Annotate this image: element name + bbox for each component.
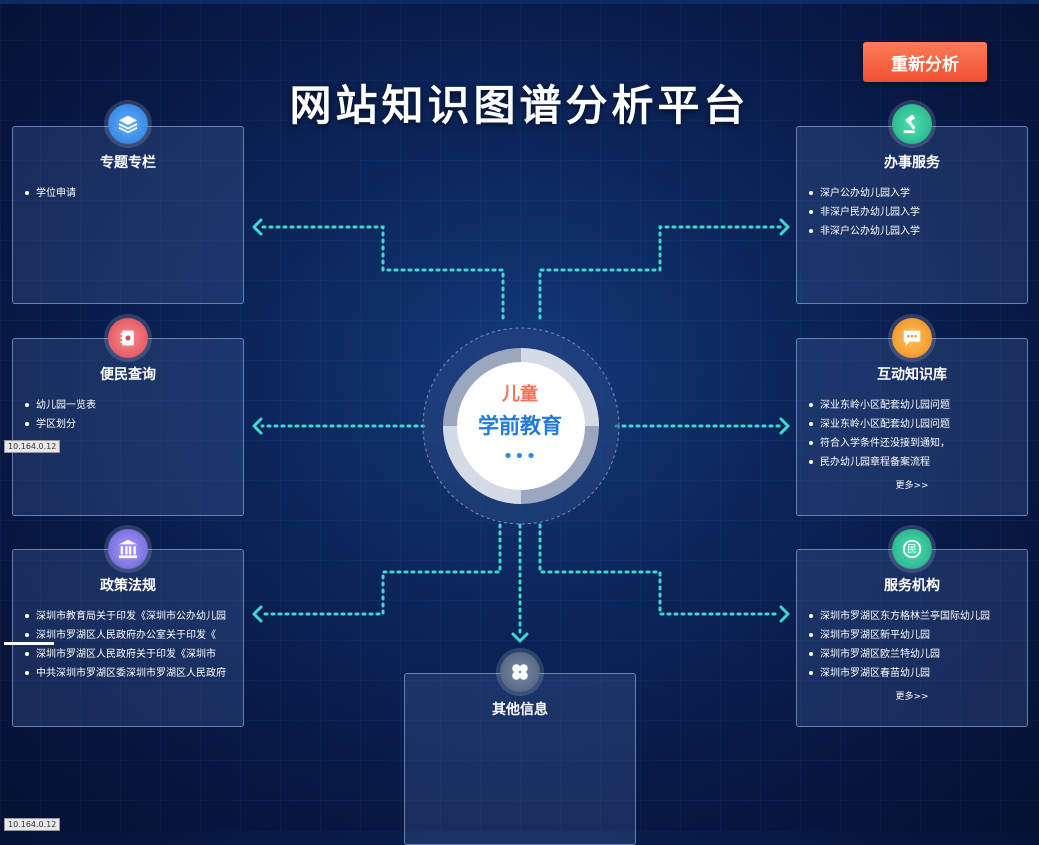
center-more-dots[interactable]: ••• xyxy=(502,446,538,467)
card-special-topics: 专题专栏 学位申请 xyxy=(12,126,244,304)
list-item[interactable]: 深圳市罗湖区人民政府关于印发《深圳市 xyxy=(25,645,233,664)
top-bar xyxy=(0,0,1039,4)
card-other-info: 其他信息 xyxy=(404,673,636,845)
card-services: 办事服务 深户公办幼儿园入学 非深户民办幼儿园入学 非深户公办幼儿园入学 xyxy=(796,126,1028,304)
card-interactive-knowledge: 互动知识库 深业东岭小区配套幼儿园问题 深业东岭小区配套幼儿园问题 符合入学条件… xyxy=(796,338,1028,516)
ip-address-label: 10.164.0.12 xyxy=(4,818,61,831)
list-item[interactable]: 幼儿园一览表 xyxy=(25,396,233,415)
list-item[interactable]: 非深户民办幼儿园入学 xyxy=(809,203,1017,222)
card-list: 学位申请 xyxy=(13,184,243,203)
list-item[interactable]: 深圳市教育局关于印发《深圳市公办幼儿园 xyxy=(25,607,233,626)
card-list: 幼儿园一览表 学区划分 xyxy=(13,396,243,434)
card-list: 深户公办幼儿园入学 非深户民办幼儿园入学 非深户公办幼儿园入学 xyxy=(797,184,1027,241)
list-item[interactable]: 深圳市罗湖区新平幼儿园 xyxy=(809,626,1017,645)
card-list: 深圳市教育局关于印发《深圳市公办幼儿园 深圳市罗湖区人民政府办公室关于印发《 深… xyxy=(13,607,243,683)
ip-address-label: 10.164.0.12 xyxy=(4,440,61,453)
list-item[interactable]: 学位申请 xyxy=(25,184,233,203)
list-item[interactable]: 深业东岭小区配套幼儿园问题 xyxy=(809,415,1017,434)
list-item[interactable]: 深圳市罗湖区春苗幼儿园 xyxy=(809,664,1017,683)
center-label-preschool: 学前教育 xyxy=(478,414,562,438)
scroll-marker xyxy=(4,642,54,645)
card-policy-regulations: 政策法规 深圳市教育局关于印发《深圳市公办幼儿园 深圳市罗湖区人民政府办公室关于… xyxy=(12,549,244,727)
civil-badge-icon: 民 xyxy=(892,529,932,569)
center-label-children: 儿童 xyxy=(502,384,538,405)
card-title: 专题专栏 xyxy=(100,155,156,171)
card-title: 其他信息 xyxy=(492,702,548,718)
more-link[interactable]: 更多>> xyxy=(895,481,929,491)
chat-bubble-icon xyxy=(892,318,932,358)
card-title: 办事服务 xyxy=(884,155,940,171)
card-title: 互动知识库 xyxy=(877,367,947,383)
card-list: 深业东岭小区配套幼儿园问题 深业东岭小区配套幼儿园问题 符合入学条件还没接到通知… xyxy=(797,396,1027,472)
list-item[interactable]: 非深户公办幼儿园入学 xyxy=(809,222,1017,241)
card-public-query: 便民查询 幼儿园一览表 学区划分 xyxy=(12,338,244,516)
svg-text:民: 民 xyxy=(907,544,917,556)
list-item[interactable]: 符合入学条件还没接到通知， xyxy=(809,434,1017,453)
list-item[interactable]: 中共深圳市罗湖区委深圳市罗湖区人民政府 xyxy=(25,664,233,683)
card-service-institutions: 服务机构 深圳市罗湖区东方格林兰亭国际幼儿园 深圳市罗湖区新平幼儿园 深圳市罗湖… xyxy=(796,549,1028,727)
list-item[interactable]: 民办幼儿园章程备案流程 xyxy=(809,453,1017,472)
layers-icon xyxy=(108,104,148,144)
gavel-icon xyxy=(892,104,932,144)
list-item[interactable]: 深圳市罗湖区欧兰特幼儿园 xyxy=(809,645,1017,664)
center-hub[interactable] xyxy=(411,316,631,536)
notebook-icon xyxy=(108,318,148,358)
card-title: 便民查询 xyxy=(100,367,156,383)
page-title: 网站知识图谱分析平台 xyxy=(289,81,750,130)
list-item[interactable]: 深业东岭小区配套幼儿园问题 xyxy=(809,396,1017,415)
card-list: 深圳市罗湖区东方格林兰亭国际幼儿园 深圳市罗湖区新平幼儿园 深圳市罗湖区欧兰特幼… xyxy=(797,607,1027,683)
clover-icon xyxy=(500,652,540,692)
list-item[interactable]: 深圳市罗湖区东方格林兰亭国际幼儿园 xyxy=(809,607,1017,626)
more-link[interactable]: 更多>> xyxy=(895,692,929,702)
list-item[interactable]: 深圳市罗湖区人民政府办公室关于印发《 xyxy=(25,626,233,645)
card-title: 服务机构 xyxy=(884,578,940,594)
list-item[interactable]: 学区划分 xyxy=(25,415,233,434)
government-building-icon xyxy=(108,529,148,569)
reanalyze-button[interactable]: 重新分析 xyxy=(863,42,987,82)
list-item[interactable]: 深户公办幼儿园入学 xyxy=(809,184,1017,203)
card-title: 政策法规 xyxy=(100,578,156,594)
